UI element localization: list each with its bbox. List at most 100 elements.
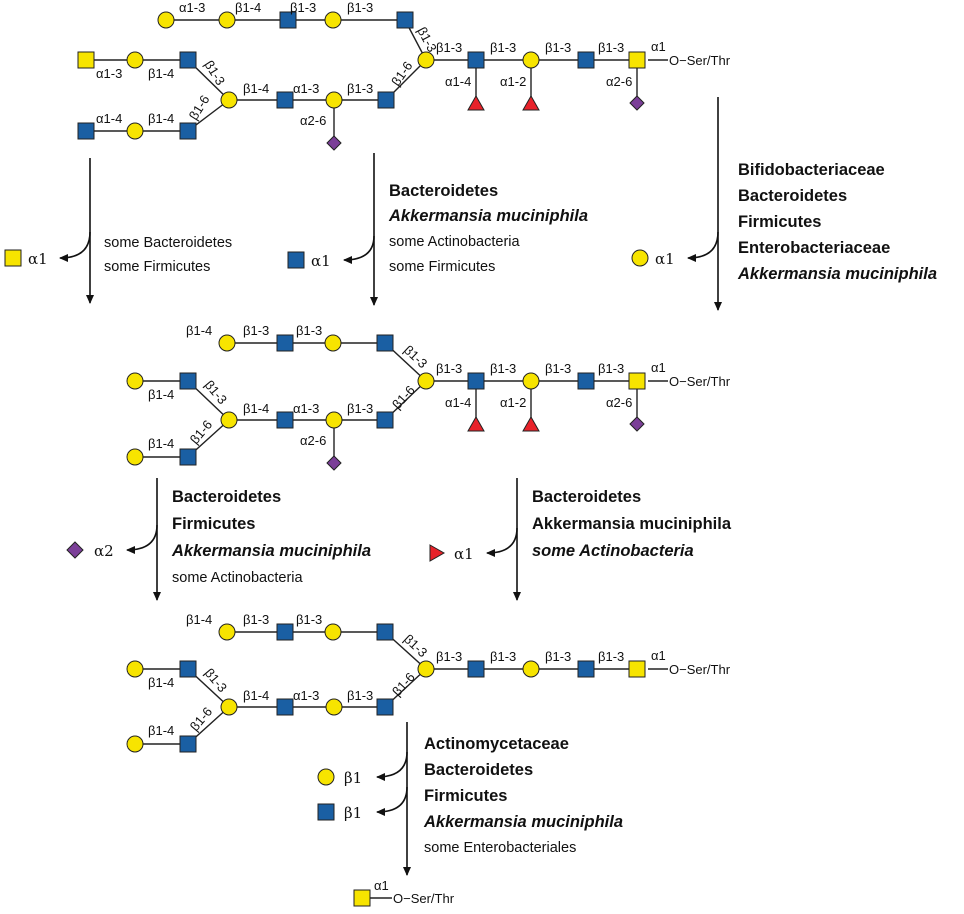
galactose-residue — [417, 660, 435, 678]
linkage-label: β1-4 — [243, 401, 269, 416]
fucose-released-icon — [429, 544, 446, 562]
sialic-acid-residue — [326, 455, 342, 471]
linkage-label: α2-6 — [300, 113, 326, 128]
linkage-label: β1-3 — [598, 40, 624, 55]
galactose-residue — [325, 91, 343, 109]
linkage-label: β1-3 — [347, 688, 373, 703]
galactose-residue — [218, 623, 236, 641]
linkage-label: α2-6 — [606, 395, 632, 410]
fucose-residue — [522, 415, 540, 432]
organism-label: Akkermansia muciniphila — [532, 515, 732, 533]
galactose-residue — [126, 51, 144, 69]
anchor-label: O−Ser/Thr — [669, 374, 731, 389]
organism-label: Akkermansia muciniphila — [171, 542, 371, 560]
galnac-residue — [628, 372, 646, 390]
glcnac-residue — [179, 735, 197, 753]
galactose-residue — [522, 372, 540, 390]
galactose-residue — [126, 122, 144, 140]
galactose-released-icon — [631, 249, 649, 267]
glcnac-residue — [577, 51, 595, 69]
glcnac-residue — [276, 334, 294, 352]
organism-label: Akkermansia muciniphila — [737, 265, 937, 283]
linkage-label: β1-3 — [202, 377, 230, 407]
anchor-label: O−Ser/Thr — [669, 53, 731, 68]
step-1b: α1 Bacteroidetes Akkermansia muciniphila… — [287, 153, 588, 306]
organism-label: Akkermansia muciniphila — [388, 207, 588, 225]
linkage-label: α1 — [374, 878, 389, 893]
organism-label: Bifidobacteriaceae — [738, 161, 885, 179]
galnac-residue — [77, 51, 95, 69]
galactose-residue — [522, 660, 540, 678]
released-linkage: α2 — [94, 542, 114, 560]
sialic-acid-residue — [629, 416, 645, 432]
linkage-label: β1-3 — [296, 323, 322, 338]
linkage-label: β1-3 — [490, 361, 516, 376]
linkage-label: β1-3 — [436, 649, 462, 664]
linkage-label: β1-3 — [436, 361, 462, 376]
galactose-residue — [126, 660, 144, 678]
linkage-label: β1-6 — [389, 382, 418, 412]
step-2b: α1 Bacteroidetes Akkermansia muciniphila… — [429, 478, 732, 601]
linkage-label: α1 — [651, 39, 666, 54]
sialic-acid-residue — [326, 135, 342, 151]
linkage-label: β1-4 — [148, 436, 174, 451]
organism-label: Enterobacteriaceae — [738, 239, 890, 257]
organism-label: Bacteroidetes — [172, 488, 281, 506]
galactose-residue — [218, 334, 236, 352]
galactose-residue — [417, 51, 435, 69]
organism-label: some Actinobacteria — [172, 570, 304, 586]
galactose-residue — [126, 372, 144, 390]
released-linkage: β1 — [344, 804, 362, 822]
organism-label: some Enterobacteriales — [424, 840, 576, 856]
linkage-label: β1-4 — [148, 387, 174, 402]
step-1c: α1 Bifidobacteriaceae Bacteroidetes Firm… — [631, 97, 937, 311]
linkage-label: β1-4 — [148, 111, 174, 126]
galactose-residue — [325, 698, 343, 716]
galactose-residue — [417, 372, 435, 390]
organism-label: Bacteroidetes — [424, 761, 533, 779]
linkage-label: β1-6 — [187, 417, 215, 447]
organism-label: Bacteroidetes — [389, 182, 498, 200]
organism-label: Firmicutes — [424, 787, 507, 805]
linkage-label: α1-2 — [500, 74, 526, 89]
organism-label: Firmicutes — [172, 515, 255, 533]
organism-label: Bacteroidetes — [738, 187, 847, 205]
glcnac-residue — [467, 660, 485, 678]
galactose-released-icon — [317, 768, 335, 786]
galactose-residue — [220, 411, 238, 429]
linkage-label: α1-3 — [179, 0, 205, 15]
glcnac-residue — [179, 51, 197, 69]
linkage-label: β1-3 — [347, 81, 373, 96]
organism-label: Akkermansia muciniphila — [423, 813, 623, 831]
linkage-label: β1-3 — [202, 665, 230, 695]
linkage-label: β1-3 — [490, 649, 516, 664]
linkage-label: β1-4 — [148, 723, 174, 738]
step-3: β1 β1 Actinomycetaceae Bacteroidetes Fir… — [317, 722, 623, 876]
linkage-label: β1-3 — [598, 649, 624, 664]
glcnac-residue — [577, 372, 595, 390]
linkage-label: β1-4 — [186, 323, 212, 338]
linkage-label: β1-6 — [186, 92, 213, 122]
linkage-label: β1-3 — [243, 612, 269, 627]
galnac-residue — [353, 889, 371, 907]
galactose-residue — [126, 448, 144, 466]
sialic-acid-residue — [629, 95, 645, 111]
glcnac-residue — [467, 372, 485, 390]
linkage-label: β1-3 — [347, 0, 373, 15]
released-linkage: α1 — [311, 252, 331, 270]
organism-label: Bacteroidetes — [532, 488, 641, 506]
galactose-residue — [220, 91, 238, 109]
linkage-label: β1-3 — [545, 40, 571, 55]
glcnac-residue — [577, 660, 595, 678]
galnac-residue — [628, 660, 646, 678]
released-linkage: α1 — [454, 545, 474, 563]
linkage-label: β1-4 — [148, 675, 174, 690]
anchor-label: O−Ser/Thr — [393, 891, 455, 906]
glycan-structure-3: β1-4 β1-3 β1-3 β1-3 β1-4 β1-3 β1-4 β1-6 … — [126, 612, 731, 753]
linkage-label: β1-3 — [545, 649, 571, 664]
glcnac-residue — [276, 91, 294, 109]
glcnac-residue — [179, 122, 197, 140]
linkage-label: α1-4 — [445, 395, 471, 410]
linkage-label: α1-3 — [293, 401, 319, 416]
